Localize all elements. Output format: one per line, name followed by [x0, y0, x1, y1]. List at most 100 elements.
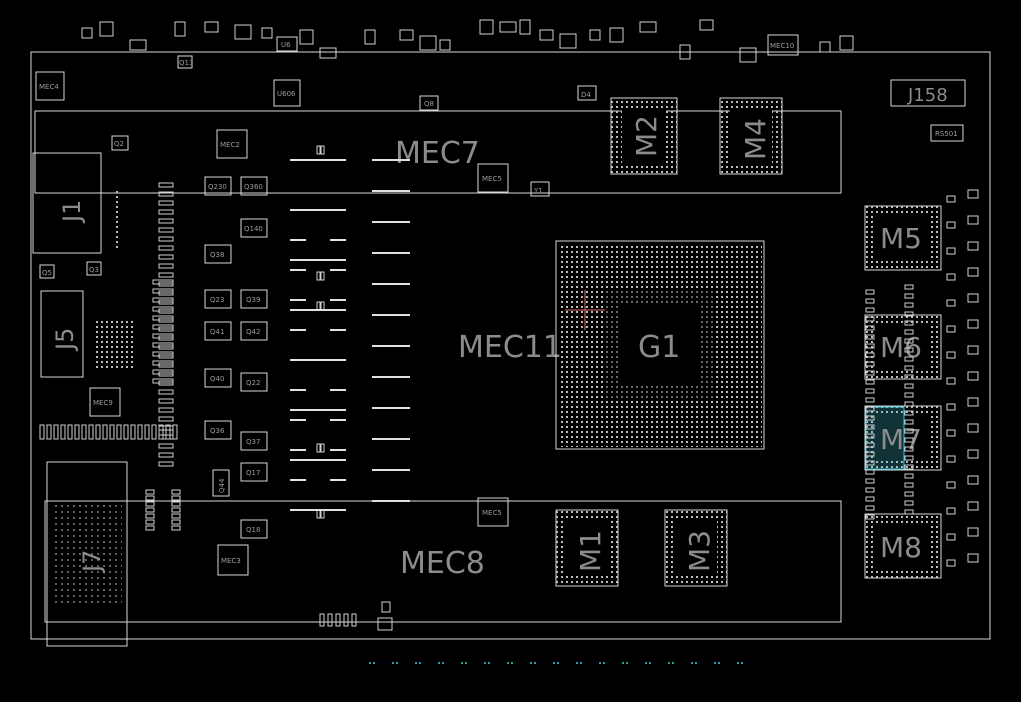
pad	[381, 601, 391, 613]
pad	[967, 501, 979, 511]
pad	[865, 316, 875, 322]
via-dot	[557, 662, 559, 664]
pad	[109, 424, 115, 440]
mec7-label: MEC7	[395, 136, 480, 171]
pad	[320, 509, 325, 519]
pad	[967, 267, 979, 277]
m1-label: M1	[574, 530, 607, 572]
pad	[152, 297, 174, 303]
q360-label: Q360	[244, 183, 263, 191]
pad	[137, 424, 143, 440]
pad	[967, 189, 979, 199]
pad	[865, 415, 875, 421]
pad	[946, 247, 956, 255]
pad	[102, 424, 108, 440]
pad	[316, 509, 321, 519]
pad	[158, 236, 174, 242]
g1-label: G1	[638, 330, 680, 365]
q22-label: Q22	[246, 379, 260, 387]
via-dot	[392, 662, 394, 664]
pad	[904, 392, 914, 398]
pad	[171, 519, 181, 525]
pad	[145, 507, 155, 513]
q140-label: Q140	[244, 225, 263, 233]
pad	[144, 424, 150, 440]
pad	[967, 449, 979, 459]
via-dot	[599, 662, 601, 664]
pad	[116, 424, 122, 440]
pad	[609, 27, 624, 43]
via-dot	[714, 662, 716, 664]
pad	[158, 407, 174, 413]
via-dot	[645, 662, 647, 664]
mec3-label: MEC3	[221, 557, 241, 565]
via-dot	[576, 662, 578, 664]
pad	[865, 514, 875, 520]
pad	[865, 487, 875, 493]
memory-m3: M3	[664, 509, 728, 587]
connector-j1: J1	[32, 152, 121, 254]
pad	[158, 416, 174, 422]
pad	[158, 389, 174, 395]
pad	[904, 347, 914, 353]
mec5a-label: MEC5	[482, 175, 502, 183]
pad	[152, 369, 174, 375]
pad	[152, 306, 174, 312]
pad	[904, 509, 914, 515]
memory-m6: M6	[864, 314, 942, 380]
pad	[479, 19, 494, 35]
via-dot	[626, 662, 628, 664]
mec2-label: MEC2	[220, 141, 240, 149]
pad	[967, 397, 979, 407]
q44-label: Q44	[218, 478, 226, 493]
pad	[351, 613, 357, 627]
pad	[158, 254, 174, 260]
pad	[865, 334, 875, 340]
j158-label: J158	[907, 85, 948, 106]
u6-label: U6	[281, 41, 291, 49]
pad	[904, 464, 914, 470]
pad	[865, 505, 875, 511]
pad	[904, 410, 914, 416]
pad	[158, 272, 174, 278]
pad	[904, 491, 914, 497]
pad	[439, 39, 451, 51]
via-dot	[442, 662, 444, 664]
pad	[946, 221, 956, 229]
pad	[377, 617, 393, 631]
connector-j7: J7	[46, 461, 128, 647]
via-dot	[580, 662, 582, 664]
pad	[171, 525, 181, 531]
via-dot	[419, 662, 421, 664]
pad	[152, 324, 174, 330]
via-dot	[622, 662, 624, 664]
pad	[865, 343, 875, 349]
pad	[865, 460, 875, 466]
via-markers	[369, 662, 743, 664]
pad	[946, 377, 956, 385]
pad	[904, 455, 914, 461]
connector-j158: J158	[890, 79, 966, 107]
pad	[559, 33, 577, 49]
q41-label: Q41	[210, 328, 224, 336]
pad	[865, 352, 875, 358]
pad	[158, 209, 174, 215]
via-dot	[373, 662, 375, 664]
pad	[261, 27, 273, 39]
d4-label: D4	[581, 91, 591, 99]
memory-m4: M4	[719, 97, 783, 175]
pad	[364, 29, 376, 45]
pad	[53, 424, 59, 440]
pad	[904, 302, 914, 308]
pad	[158, 191, 174, 197]
pad	[865, 298, 875, 304]
pad	[865, 388, 875, 394]
pad	[129, 39, 147, 51]
pad	[327, 613, 333, 627]
pad	[904, 311, 914, 317]
via-dot	[465, 662, 467, 664]
pad	[152, 360, 174, 366]
via-dot	[603, 662, 605, 664]
y1-label: Y1	[533, 187, 543, 195]
j5-label: J5	[51, 328, 79, 352]
